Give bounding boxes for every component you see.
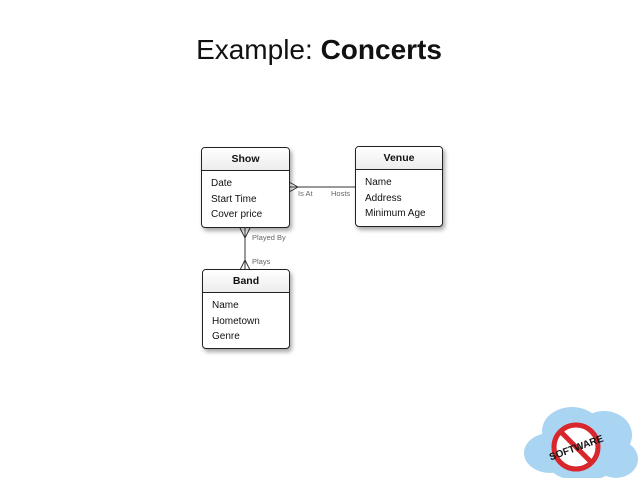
show-band-crowfoot-top-right	[244, 227, 251, 239]
entity-venue[interactable]: Venue Name Address Minimum Age	[355, 146, 443, 227]
entity-venue-attribute: Name	[365, 177, 392, 188]
show-band-crowfoot-bottom-left	[239, 259, 246, 271]
entity-show-attribute: Date	[211, 178, 233, 189]
entity-show[interactable]: Show Date Start Time Cover price	[201, 147, 290, 228]
relationship-label-hosts: Hosts	[331, 189, 351, 198]
entity-venue-attribute: Minimum Age	[365, 208, 426, 219]
title-prefix: Example:	[196, 34, 321, 65]
entity-venue-attribute: Address	[365, 192, 402, 204]
no-software-cloud-logo: SOFTWARE	[524, 407, 638, 478]
entity-band-attribute: Genre	[212, 331, 240, 342]
entity-show-attribute: Cover price	[211, 209, 263, 220]
relationship-label-plays: Plays	[252, 257, 271, 266]
show-venue-crowfoot-upper	[288, 181, 299, 188]
show-band-crowfoot-bottom-right	[244, 259, 251, 271]
entity-venue-name: Venue	[356, 147, 442, 170]
entity-show-attribute: Start Time	[211, 193, 257, 205]
entity-band[interactable]: Band Name Hometown Genre	[202, 269, 290, 349]
relationship-label-played-by: Played By	[252, 233, 286, 242]
entity-band-attribute: Hometown	[212, 315, 260, 327]
slide-title: Example: Concerts	[0, 34, 638, 66]
show-venue-crowfoot-lower	[288, 186, 299, 193]
prohibition-sign	[551, 422, 601, 472]
title-bold: Concerts	[320, 34, 442, 65]
entity-band-name: Band	[203, 270, 289, 293]
entity-band-attribute: Name	[212, 300, 239, 311]
relationship-label-is-at: Is At	[298, 189, 313, 198]
entity-show-name: Show	[202, 148, 289, 171]
show-band-crowfoot-top-left	[239, 227, 246, 239]
